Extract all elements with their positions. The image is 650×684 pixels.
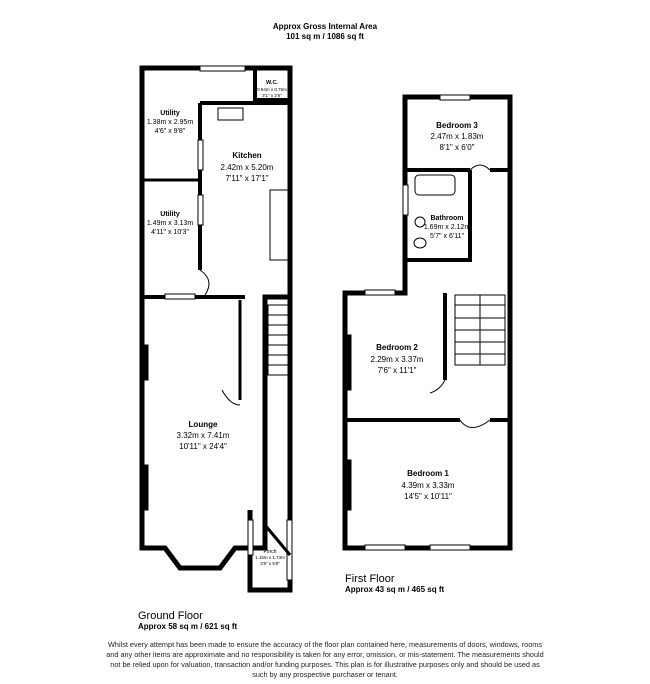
bathroom-wall xyxy=(405,170,472,262)
room-metric: 1.15m x 1.73m xyxy=(255,555,285,560)
room-metric: 2.29m x 3.37m xyxy=(371,355,424,364)
room-name: Bathroom xyxy=(430,215,463,222)
bath xyxy=(414,174,456,196)
door-swing xyxy=(459,419,491,428)
ground-floor-details xyxy=(139,65,293,581)
porch-door xyxy=(263,524,292,556)
window xyxy=(199,65,246,72)
door-swing xyxy=(469,164,491,171)
room-metric: 3.32m x 7.41m xyxy=(177,431,230,440)
room-labels: W.C. 0.94m x 0.76m 3'1" x 2'6" Utility 1… xyxy=(147,80,484,566)
room-name: Bedroom 3 xyxy=(436,121,478,130)
room-metric: 4.39m x 3.33m xyxy=(402,481,455,490)
room-metric: 0.94m x 0.76m xyxy=(257,87,287,92)
window xyxy=(164,293,196,300)
worktop xyxy=(269,189,289,261)
room-name: Lounge xyxy=(189,420,218,429)
window xyxy=(247,519,254,556)
chimney-breast xyxy=(342,459,352,511)
gross-area-title: Approx Gross Internal Area xyxy=(272,22,378,31)
room-name: Utility xyxy=(160,110,180,117)
room-metric: 1.69m x 2.12m xyxy=(424,224,470,231)
first-floor-caption: First Floor Approx 43 sq m / 465 sq ft xyxy=(345,573,444,594)
floor-label: Ground Floor xyxy=(138,610,203,622)
room-metric: 1.49m x 3.13m xyxy=(147,220,193,227)
room-imperial: 4'11" x 10'3" xyxy=(151,229,189,236)
door-swing xyxy=(221,389,241,406)
room-name: Kitchen xyxy=(232,151,261,160)
sink xyxy=(217,107,244,121)
first-floor-details xyxy=(342,94,506,551)
first-outer-wall xyxy=(342,94,513,551)
window xyxy=(429,544,471,551)
room-metric: 2.42m x 5.20m xyxy=(221,163,274,172)
room-imperial: 3'1" x 2'6" xyxy=(262,93,282,98)
window xyxy=(439,94,471,101)
floor-area: Approx 43 sq m / 465 sq ft xyxy=(345,585,445,594)
window xyxy=(364,544,406,551)
gross-area-header: Approx Gross Internal Area 101 sq m / 10… xyxy=(0,22,650,42)
wc-wall xyxy=(253,68,290,102)
room-imperial: 14'5" x 10'11" xyxy=(404,492,452,501)
room-imperial: 3'9" x 5'8" xyxy=(260,561,280,566)
room-name: Utility xyxy=(160,211,180,218)
floor-area: Approx 58 sq m / 621 sq ft xyxy=(138,622,238,631)
floor-label: First Floor xyxy=(345,573,395,585)
chimney-breast xyxy=(139,344,149,381)
window xyxy=(402,184,409,216)
room-name: Bedroom 1 xyxy=(407,469,449,478)
first-stairs xyxy=(454,294,506,366)
room-name: W.C. xyxy=(266,80,278,86)
gross-area-value: 101 sq m / 1086 sq ft xyxy=(286,32,364,41)
ground-floor-caption: Ground Floor Approx 58 sq m / 621 sq ft xyxy=(138,610,237,631)
window xyxy=(197,194,204,226)
door-swing xyxy=(429,379,446,394)
room-metric: 1.38m x 2.95m xyxy=(147,119,193,126)
first-floor-walls xyxy=(342,94,513,551)
room-imperial: 7'6" x 11'1" xyxy=(378,366,417,375)
chimney-breast xyxy=(139,464,149,511)
room-metric: 2.47m x 1.83m xyxy=(431,132,484,141)
kitchen-wall xyxy=(198,101,290,270)
basin xyxy=(414,216,426,228)
room-name: Bedroom 2 xyxy=(376,343,418,352)
room-name: Porch xyxy=(263,549,276,555)
room-imperial: 8'1" x 6'0" xyxy=(440,143,475,152)
chimney-breast xyxy=(342,334,352,391)
ground-stairs xyxy=(267,304,289,376)
room-imperial: 7'11" x 17'1" xyxy=(225,174,268,183)
door-swing xyxy=(199,269,210,296)
window xyxy=(197,139,204,171)
room-imperial: 10'11" x 24'4" xyxy=(179,442,227,451)
toilet xyxy=(413,237,427,249)
room-imperial: 5'7" x 6'11" xyxy=(430,233,464,240)
disclaimer: Whilst every attempt has been made to en… xyxy=(106,640,544,679)
room-imperial: 4'6" x 9'8" xyxy=(155,128,186,135)
window xyxy=(364,289,396,296)
